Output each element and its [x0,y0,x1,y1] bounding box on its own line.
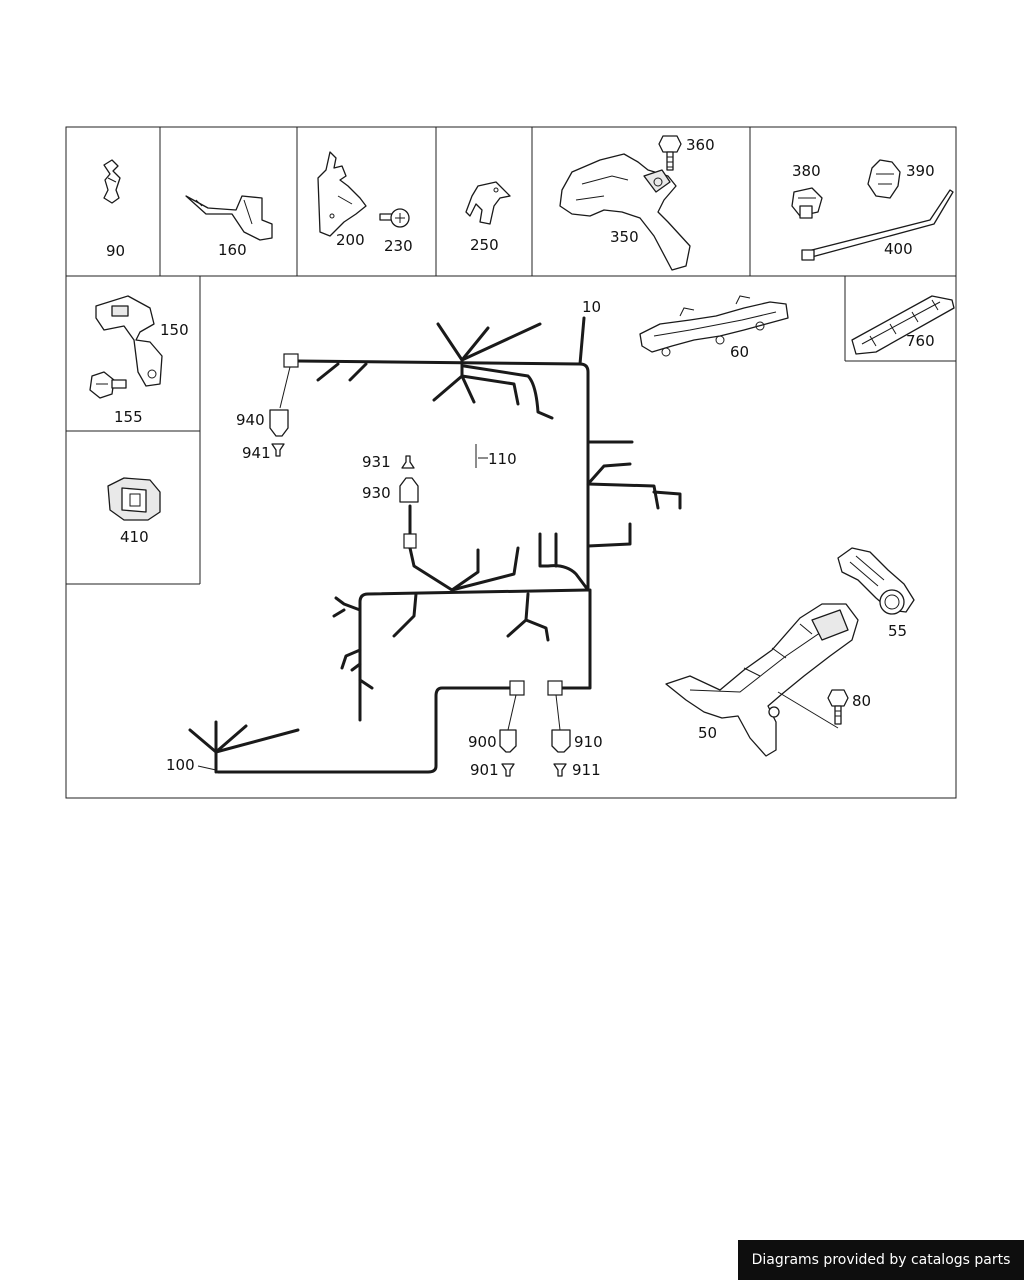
label-900: 900 [468,733,497,751]
label-410: 410 [120,528,149,546]
label-390: 390 [906,162,935,180]
connector-box-910 [547,680,563,696]
label-400: 400 [884,240,913,258]
label-940: 940 [236,411,265,429]
label-55: 55 [888,622,907,640]
label-90: 90 [106,242,125,260]
label-941: 941 [242,444,271,462]
part-380-clip [791,187,823,219]
part-230-screw [379,208,410,228]
part-360-bolt [658,135,682,171]
part-911-terminal [553,763,567,777]
label-760: 760 [906,332,935,350]
part-155-bolt [89,371,127,399]
diagram-frame [65,126,957,799]
connector-box-900 [509,680,525,696]
part-150-bracket [95,295,163,387]
label-10: 10 [582,298,601,316]
part-910-connector [551,729,571,753]
label-931: 931 [362,453,391,471]
label-60: 60 [730,343,749,361]
label-360: 360 [686,136,715,154]
part-90-clip [103,159,121,204]
label-155: 155 [114,408,143,426]
part-901-terminal [501,763,515,777]
part-55-connector-housing [837,547,915,615]
connector-box-940 [283,353,299,368]
label-100: 100 [166,756,195,774]
part-931-terminal [401,455,415,469]
label-910: 910 [574,733,603,751]
part-60-harness-tray [639,295,789,357]
part-200-bracket [317,151,367,237]
main-wiring-harness [188,316,682,774]
label-200: 200 [336,231,365,249]
part-50-harness-bracket [665,603,859,757]
label-911: 911 [572,761,601,779]
label-380: 380 [792,162,821,180]
part-80-bolt [777,689,849,729]
label-350: 350 [610,228,639,246]
part-410-grommet [107,477,161,521]
part-930-connector [399,477,419,503]
part-400-cable-tie [801,189,954,261]
part-941-terminal [271,443,285,457]
part-900-connector [499,729,517,753]
label-110: 110 [488,450,517,468]
label-50: 50 [698,724,717,742]
part-940-connector [269,409,289,437]
footer-credit: Diagrams provided by catalogs parts [738,1240,1024,1280]
label-901: 901 [470,761,499,779]
label-80: 80 [852,692,871,710]
connector-box-930 [403,533,417,549]
label-150: 150 [160,321,189,339]
label-250: 250 [470,236,499,254]
part-250-bracket [465,181,511,225]
label-230: 230 [384,237,413,255]
label-160: 160 [218,241,247,259]
part-390-clip [867,159,901,199]
part-760-rail [851,295,955,355]
part-160-bracket [185,195,273,241]
part-350-cover [559,153,691,271]
label-930: 930 [362,484,391,502]
